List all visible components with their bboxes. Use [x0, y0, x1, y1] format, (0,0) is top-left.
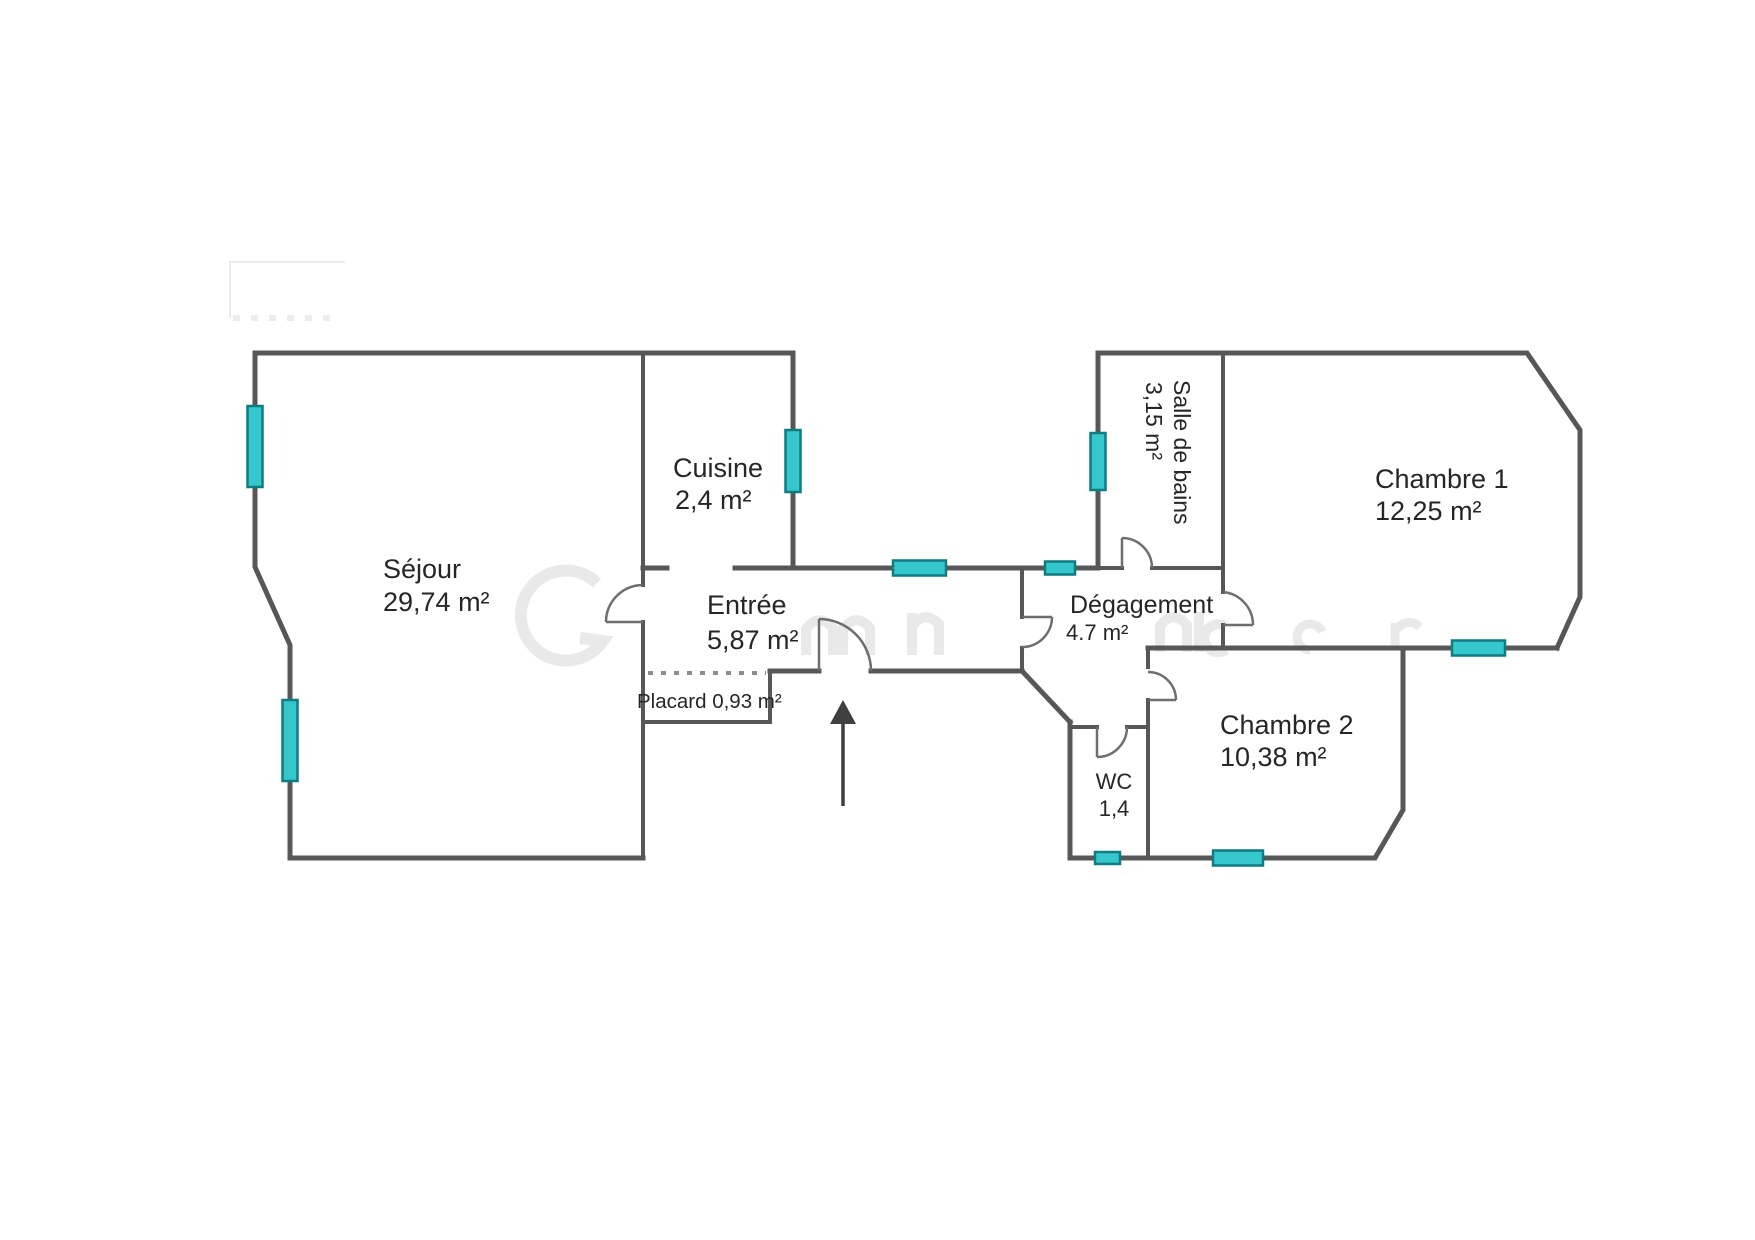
- room-label-wc-area: 1,4: [1099, 796, 1130, 821]
- room-label-placard: Placard 0,93 m²: [637, 690, 782, 713]
- room-label-sejour-area: 29,74 m²: [383, 587, 490, 617]
- room-label-salle-de-bains-area: 3,15 m²: [1141, 382, 1167, 460]
- window-sejour-upper: [246, 404, 264, 489]
- doors: [604, 536, 1255, 759]
- door-degagement: [1021, 615, 1054, 649]
- entrance-arrow: [830, 700, 856, 806]
- room-label-wc-name: WC: [1096, 769, 1133, 794]
- window-cuisine: [784, 428, 802, 494]
- erased-logo-artifact: [229, 261, 345, 321]
- room-label-entree-name: Entrée: [707, 590, 787, 620]
- window-chambre1: [1450, 639, 1507, 657]
- room-label-degagement-name: Dégagement: [1070, 591, 1213, 619]
- window-wc: [1093, 850, 1122, 866]
- room-label-cuisine-area: 2,4 m²: [675, 485, 752, 515]
- interior-walls: [641, 351, 1225, 860]
- room-label-sejour-name: Séjour: [383, 554, 461, 584]
- door-salle-de-bains: [1120, 536, 1154, 569]
- window-degagement-north: [1043, 560, 1077, 576]
- window-chambre2: [1211, 849, 1265, 867]
- window-sejour-lower: [281, 698, 299, 783]
- room-label-chambre1-name: Chambre 1: [1375, 464, 1509, 494]
- room-label-chambre2-area: 10,38 m²: [1220, 742, 1327, 772]
- door-sejour: [604, 583, 644, 624]
- door-chambre1: [1222, 590, 1255, 627]
- door-chambre2: [1147, 670, 1178, 702]
- room-label-degagement-area: 4.7 m²: [1066, 620, 1128, 645]
- door-entrance: [817, 617, 873, 672]
- room-label-chambre2-name: Chambre 2: [1220, 710, 1354, 740]
- room-label-chambre1-area: 12,25 m²: [1375, 496, 1482, 526]
- room-label-salle-de-bains-name: Salle de bains: [1169, 380, 1195, 525]
- room-label-cuisine-name: Cuisine: [673, 453, 763, 483]
- room-label-entree-area: 5,87 m²: [707, 625, 799, 655]
- window-salle-de-bains: [1089, 431, 1107, 492]
- windows: [246, 404, 1507, 867]
- door-wc: [1095, 726, 1129, 759]
- window-entree-north: [891, 559, 948, 577]
